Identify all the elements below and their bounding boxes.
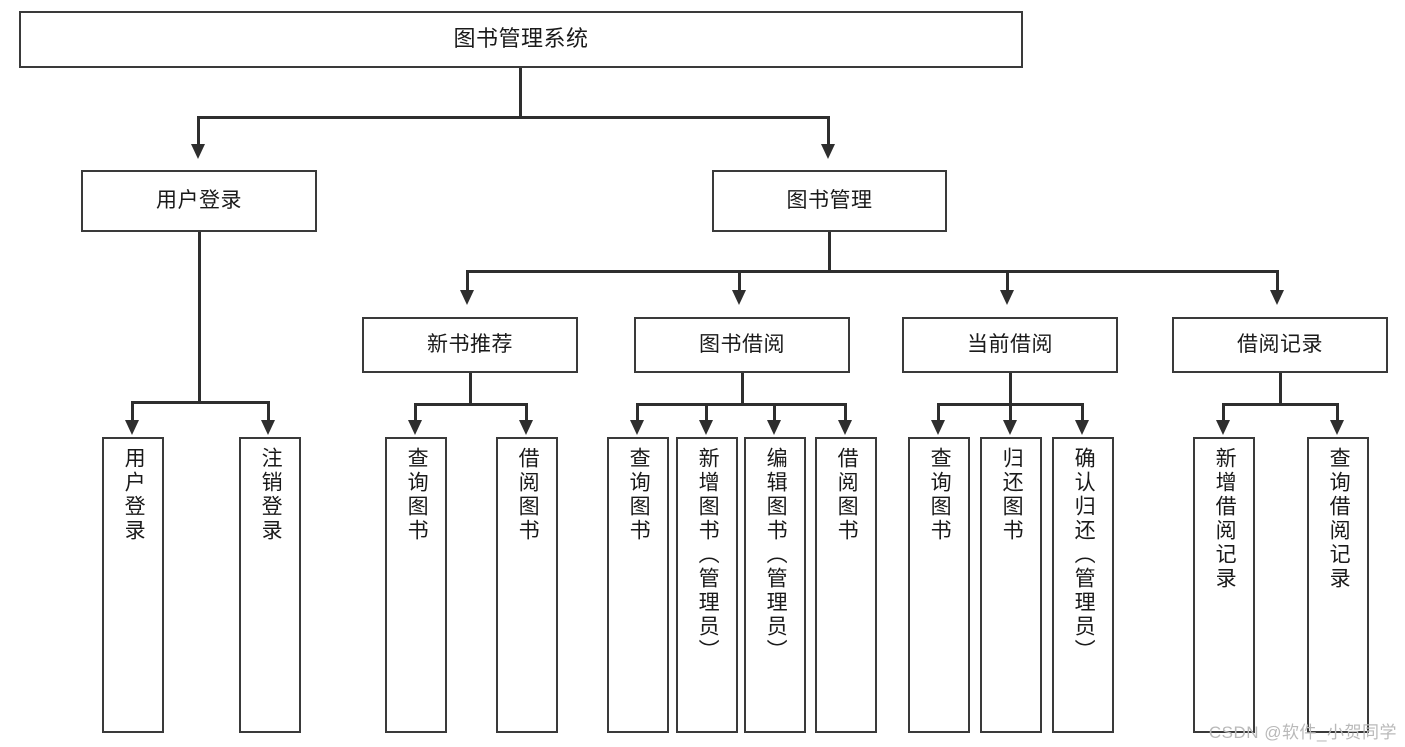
node-label: 注销登录 — [259, 447, 283, 543]
node-label: 借阅图书 — [835, 447, 859, 543]
node-label: 新书推荐 — [427, 333, 513, 357]
arrowhead-to-new-book — [460, 290, 474, 305]
connector-borrow-record-drop-2 — [1336, 403, 1339, 422]
node-label: 查询图书 — [928, 447, 952, 543]
node-label: 用户登录 — [122, 447, 146, 543]
node-label: 编辑图书（管理员） — [764, 447, 788, 663]
connector-root-to-book-management — [827, 116, 830, 146]
node-label: 新增借阅记录 — [1213, 447, 1237, 591]
arrowhead-user-login-leaf-2 — [261, 420, 275, 435]
arrowhead-to-current-borrow — [1000, 290, 1014, 305]
leaf-current-borrow-return-book[interactable]: 归还图书 — [980, 437, 1042, 733]
arrowhead-to-borrow-record — [1270, 290, 1284, 305]
connector-new-book-drop-2 — [525, 403, 528, 422]
connector-root-bus — [197, 116, 830, 119]
connector-borrow-record-stem — [1279, 373, 1282, 405]
node-label: 借阅记录 — [1237, 333, 1323, 357]
connector-new-book-drop-1 — [414, 403, 417, 422]
leaf-new-book-query-book[interactable]: 查询图书 — [385, 437, 447, 733]
arrowhead-user-login-leaf-1 — [125, 420, 139, 435]
node-label: 查询借阅记录 — [1327, 447, 1351, 591]
node-current-borrow[interactable]: 当前借阅 — [902, 317, 1118, 373]
arrowhead-current-borrow-leaf-1 — [931, 420, 945, 435]
arrowhead-book-borrow-leaf-4 — [838, 420, 852, 435]
node-label: 归还图书 — [1000, 447, 1024, 543]
leaf-borrow-record-add-record[interactable]: 新增借阅记录 — [1193, 437, 1255, 733]
arrowhead-borrow-record-leaf-2 — [1330, 420, 1344, 435]
connector-book-borrow-drop-4 — [844, 403, 847, 422]
arrowhead-book-borrow-leaf-1 — [630, 420, 644, 435]
connector-user-login-stem — [198, 232, 201, 403]
connector-current-borrow-stem — [1009, 373, 1012, 405]
connector-to-current-borrow — [1006, 270, 1009, 292]
connector-new-book-bus — [414, 403, 528, 406]
node-label: 确认归还（管理员） — [1072, 447, 1096, 663]
connector-book-borrow-stem — [741, 373, 744, 405]
node-book-borrow[interactable]: 图书借阅 — [634, 317, 850, 373]
connector-current-borrow-drop-2 — [1009, 403, 1012, 422]
node-label: 借阅图书 — [516, 447, 540, 543]
connector-user-login-bus — [131, 401, 270, 404]
arrowhead-new-book-leaf-2 — [519, 420, 533, 435]
leaf-user-login-signin[interactable]: 用户登录 — [102, 437, 164, 733]
connector-new-book-stem — [469, 373, 472, 405]
arrowhead-book-borrow-leaf-2 — [699, 420, 713, 435]
node-label: 图书管理 — [786, 189, 873, 213]
leaf-current-borrow-query-book[interactable]: 查询图书 — [908, 437, 970, 733]
connector-borrow-record-bus — [1222, 403, 1339, 406]
connector-to-new-book — [466, 270, 469, 292]
connector-book-borrow-drop-3 — [773, 403, 776, 422]
leaf-book-borrow-add-book-admin[interactable]: 新增图书（管理员） — [676, 437, 738, 733]
connector-borrow-record-drop-1 — [1222, 403, 1225, 422]
leaf-book-borrow-query-book[interactable]: 查询图书 — [607, 437, 669, 733]
connector-book-management-bus — [466, 270, 1278, 273]
connector-root-to-user-login — [197, 116, 200, 146]
connector-book-borrow-bus — [636, 403, 847, 406]
arrowhead-to-book-borrow — [732, 290, 746, 305]
arrowhead-borrow-record-leaf-1 — [1216, 420, 1230, 435]
node-user-login[interactable]: 用户登录 — [81, 170, 317, 232]
arrowhead-book-borrow-leaf-3 — [767, 420, 781, 435]
node-new-book-recommend[interactable]: 新书推荐 — [362, 317, 578, 373]
connector-book-borrow-drop-1 — [636, 403, 639, 422]
leaf-borrow-record-query-record[interactable]: 查询借阅记录 — [1307, 437, 1369, 733]
connector-to-borrow-record — [1276, 270, 1279, 292]
node-label: 查询图书 — [405, 447, 429, 543]
leaf-new-book-borrow-book[interactable]: 借阅图书 — [496, 437, 558, 733]
arrowhead-new-book-leaf-1 — [408, 420, 422, 435]
node-label: 当前借阅 — [967, 333, 1053, 357]
leaf-book-borrow-edit-book-admin[interactable]: 编辑图书（管理员） — [744, 437, 806, 733]
connector-book-borrow-drop-2 — [705, 403, 708, 422]
arrowhead-root-to-user-login — [191, 144, 205, 159]
arrowhead-root-to-book-management — [821, 144, 835, 159]
leaf-current-borrow-confirm-return-admin[interactable]: 确认归还（管理员） — [1052, 437, 1114, 733]
connector-user-login-left-drop — [131, 401, 134, 422]
leaf-book-borrow-borrow-book[interactable]: 借阅图书 — [815, 437, 877, 733]
connector-to-book-borrow — [738, 270, 741, 292]
node-label: 图书管理系统 — [453, 26, 589, 52]
arrowhead-current-borrow-leaf-3 — [1075, 420, 1089, 435]
node-book-management[interactable]: 图书管理 — [712, 170, 947, 232]
node-label: 新增图书（管理员） — [696, 447, 720, 663]
connector-book-management-stem — [828, 232, 831, 272]
connector-current-borrow-drop-1 — [937, 403, 940, 422]
node-label: 查询图书 — [627, 447, 651, 543]
node-label: 用户登录 — [156, 189, 242, 213]
connector-root-stem — [519, 68, 522, 118]
connector-user-login-right-drop — [267, 401, 270, 422]
node-root-book-management-system[interactable]: 图书管理系统 — [19, 11, 1023, 68]
node-borrow-record[interactable]: 借阅记录 — [1172, 317, 1388, 373]
node-label: 图书借阅 — [699, 333, 785, 357]
leaf-user-login-signout[interactable]: 注销登录 — [239, 437, 301, 733]
connector-current-borrow-drop-3 — [1081, 403, 1084, 422]
arrowhead-current-borrow-leaf-2 — [1003, 420, 1017, 435]
watermark: CSDN @软件_小贺同学 — [1208, 723, 1397, 742]
